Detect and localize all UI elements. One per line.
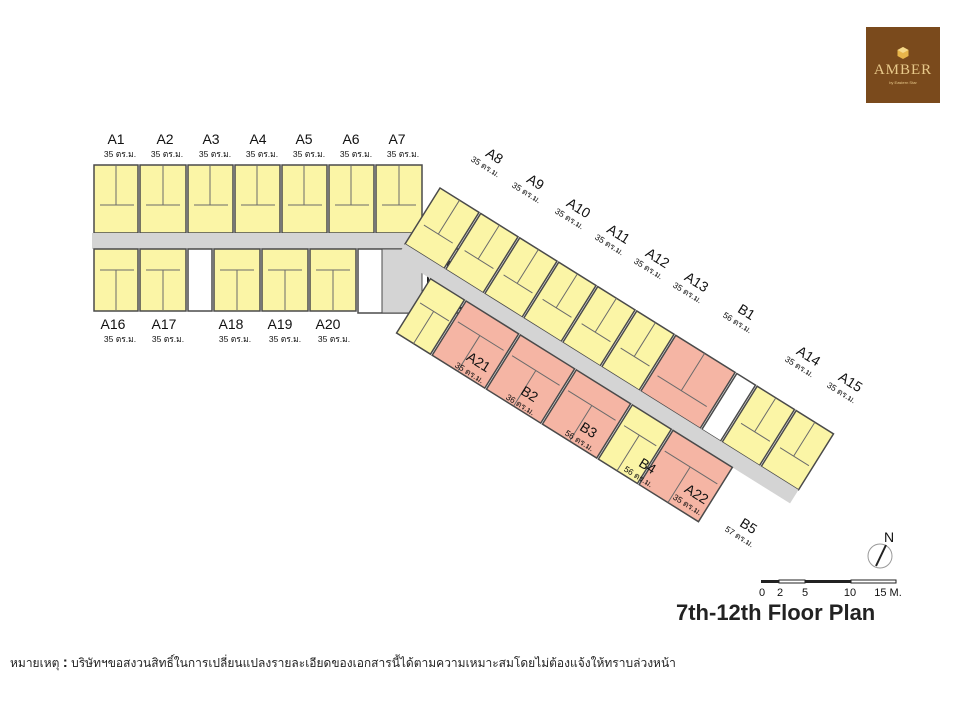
unit-a2-size: 35 ตร.ม.	[151, 149, 183, 159]
unit-b5-label: B5	[737, 514, 760, 537]
scale-tick-15: 15 M.	[874, 587, 902, 599]
compass-circle-icon	[867, 543, 893, 569]
unit-a17-label: A17	[152, 316, 177, 332]
unit-a18-size: 35 ตร.ม.	[219, 334, 251, 344]
north-label: N	[884, 529, 894, 545]
north-compass: N	[867, 529, 894, 569]
unit-b3-label: B3	[577, 418, 600, 441]
remark-note: หมายเหตุ : บริษัทฯขอสงวนสิทธิ์ในการเปลี่…	[10, 654, 676, 673]
unit-a6-size: 35 ตร.ม.	[340, 149, 372, 159]
unit-a5-size: 35 ตร.ม.	[293, 149, 325, 159]
scale-tick-0: 0	[759, 587, 765, 599]
unit-a20-label: A20	[316, 316, 341, 332]
unit-a7-label: A7	[388, 131, 405, 147]
unit-a17-size: 35 ตร.ม.	[152, 334, 184, 344]
unit-a9-label: A9	[524, 170, 547, 193]
logo-subtitle: by Eastern Star	[889, 79, 917, 85]
partitions-diagonal	[413, 199, 816, 503]
scale-bar: 0 2 5 10 15 M.	[759, 579, 902, 599]
unit-a1-size: 35 ตร.ม.	[104, 149, 136, 159]
corridor-diagonal	[396, 243, 799, 504]
unit-a16-size: 35 ตร.ม.	[104, 334, 136, 344]
title-text: Floor Plan	[767, 600, 876, 625]
unit-a5-label: A5	[295, 131, 312, 147]
unit-a7-size: 35 ตร.ม.	[387, 149, 419, 159]
unit-a19-size: 35 ตร.ม.	[269, 334, 301, 344]
remark-label: หมายเหตุ	[10, 656, 60, 670]
unit-b2-label: B2	[518, 382, 541, 405]
stair-west	[187, 248, 213, 312]
unit-a16-label: A16	[101, 316, 126, 332]
amber-logo: AMBER by Eastern Star	[866, 27, 940, 103]
unit-a2-label: A2	[156, 131, 173, 147]
unit-a18-label: A18	[219, 316, 244, 332]
scale-tick-5: 5	[802, 587, 808, 599]
partitions-west	[100, 165, 416, 310]
unit-b1-label: B1	[735, 300, 758, 323]
page-title: 7th-12th Floor Plan	[676, 600, 875, 626]
floor-range: 7th-12th	[676, 600, 762, 625]
corridor-west	[92, 233, 442, 249]
unit-a19-label: A19	[268, 316, 293, 332]
scale-tick-10: 10	[844, 587, 856, 599]
unit-a3-label: A3	[202, 131, 219, 147]
logo-brand-text: AMBER	[873, 61, 933, 78]
unit-a8-label: A8	[483, 144, 506, 167]
hexagon-logo-icon	[897, 46, 909, 59]
unit-b2[interactable]	[431, 299, 520, 390]
unit-a20-size: 35 ตร.ม.	[318, 334, 350, 344]
remark-colon: :	[62, 654, 68, 671]
unit-a4-size: 35 ตร.ม.	[246, 149, 278, 159]
compass-needle-icon	[875, 544, 887, 567]
unit-a22[interactable]	[597, 403, 673, 485]
unit-a1-label: A1	[107, 131, 124, 147]
diagonal-wing	[395, 186, 835, 523]
unit-b4-label: B4	[636, 454, 659, 477]
remark-text: บริษัทฯขอสงวนสิทธิ์ในการเปลี่ยนแปลงรายละ…	[71, 656, 676, 670]
scale-tick-2: 2	[777, 587, 783, 599]
unit-a4-label: A4	[249, 131, 266, 147]
stair-east	[700, 372, 757, 443]
unit-a3-size: 35 ตร.ม.	[199, 149, 231, 159]
unit-a6-label: A6	[342, 131, 359, 147]
unit-b5[interactable]	[638, 429, 734, 523]
